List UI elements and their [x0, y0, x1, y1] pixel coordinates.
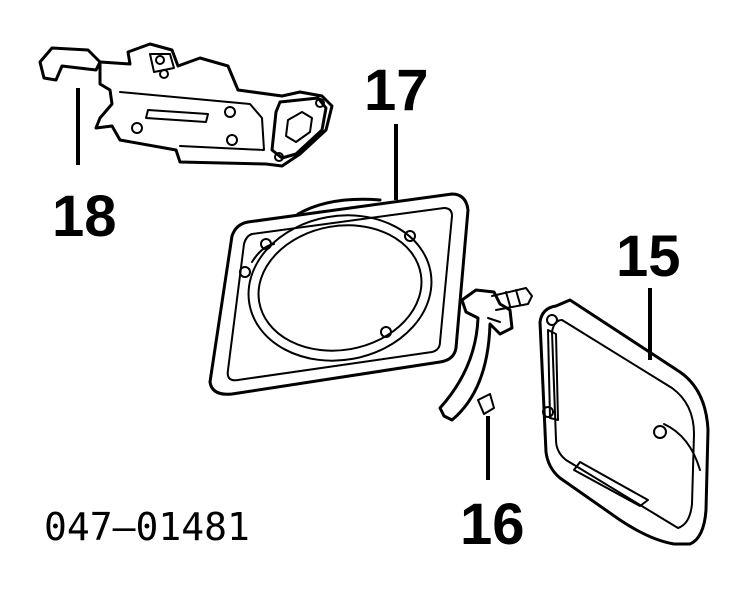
part-15-filler-door	[538, 288, 710, 546]
part-18-hinge-bracket	[38, 42, 334, 168]
callout-17: 17	[364, 58, 429, 123]
callout-15: 15	[616, 224, 681, 289]
part-16-spring-clip	[438, 287, 533, 480]
callout-16: 16	[460, 492, 525, 557]
callout-18: 18	[52, 184, 117, 249]
diagram-part-number: 047–01481	[44, 505, 250, 549]
part-17-housing-frame	[208, 124, 470, 396]
